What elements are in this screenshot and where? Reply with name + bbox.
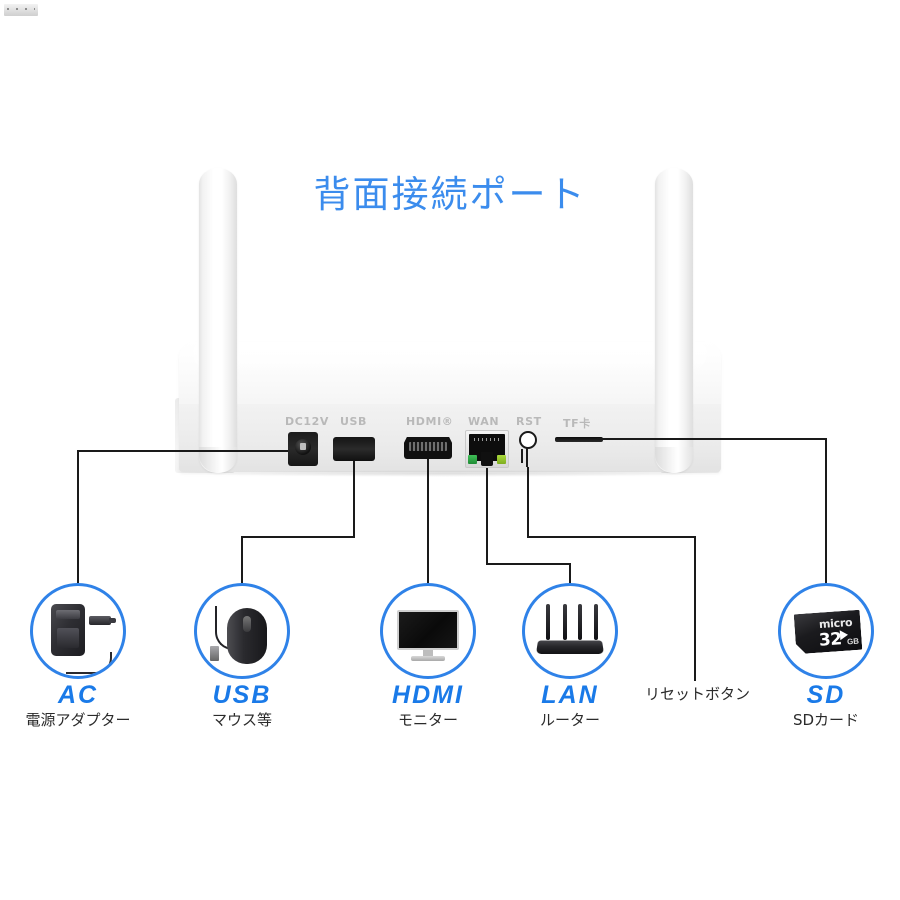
callout-ac-title: AC xyxy=(57,681,99,709)
router-icon-antenna-1 xyxy=(546,604,550,640)
rj45-latch xyxy=(481,452,493,466)
hdmi-port-pins xyxy=(409,442,447,451)
microsd-capacity-unit: GB xyxy=(846,636,860,647)
microsd-capacity: 32 xyxy=(818,629,843,651)
callout-usb-subtitle: マウス等 xyxy=(211,711,272,729)
callout-line-sd xyxy=(597,438,827,583)
mouse-icon xyxy=(194,583,290,679)
port-label-wan: WAN xyxy=(468,415,500,428)
router-icon-antenna-3 xyxy=(578,604,582,640)
callout-line-lan xyxy=(486,468,571,583)
usb-plug xyxy=(210,646,219,661)
port-label-hdmi: HDMI® xyxy=(406,415,454,428)
router-top-sheen xyxy=(193,344,707,374)
antenna-right xyxy=(655,168,693,473)
microsd-card-icon: micro 32 GB xyxy=(778,583,874,679)
ac-adapter-body xyxy=(51,604,85,656)
callout-line-ac xyxy=(77,450,288,583)
callout-usb-title: USB xyxy=(212,681,272,709)
callout-reset-label: リセットボタン xyxy=(645,685,751,703)
usb-port-inner xyxy=(4,4,38,16)
tf-card-slot xyxy=(555,437,603,442)
ac-adapter-plug-tip xyxy=(89,616,116,625)
monitor-icon xyxy=(380,583,476,679)
antenna-left xyxy=(199,168,237,473)
reset-stem-secondary xyxy=(521,449,523,463)
ac-adapter-cord xyxy=(66,652,112,674)
callout-sd-subtitle: SDカード xyxy=(792,711,860,729)
ac-adapter-icon xyxy=(30,583,126,679)
monitor-neck xyxy=(423,650,433,657)
callout-hdmi-title: HDMI xyxy=(392,681,464,709)
callout-ac-subtitle: 電源アダプター xyxy=(25,711,131,729)
callout-line-usb xyxy=(241,461,355,583)
wifi-router-icon xyxy=(522,583,618,679)
monitor-screen xyxy=(397,610,459,650)
callout-sd-title: SD xyxy=(806,681,846,709)
port-label-tf: TF卡 xyxy=(563,417,591,430)
mouse-scroll-wheel xyxy=(243,616,251,632)
callout-lan-title: LAN xyxy=(541,681,599,709)
router-icon-body xyxy=(535,640,605,654)
callout-line-reset xyxy=(527,467,696,681)
callout-hdmi-subtitle: モニター xyxy=(397,711,458,729)
page-title: 背面接続ポート xyxy=(313,173,587,216)
port-label-rst: RST xyxy=(516,415,542,428)
port-label-dc12v: DC12V xyxy=(285,415,330,428)
router-shadow xyxy=(186,470,714,477)
monitor-base xyxy=(411,656,445,661)
router-icon-antenna-2 xyxy=(563,604,567,640)
port-label-usb: USB xyxy=(340,415,368,428)
rj45-led-yellow xyxy=(497,455,506,464)
reset-pinhole xyxy=(519,431,537,449)
reset-stem xyxy=(526,447,528,467)
callout-lan-subtitle: ルーター xyxy=(539,711,600,729)
rj45-led-green xyxy=(468,455,477,464)
dc-power-jack xyxy=(288,432,318,466)
router-icon-antenna-4 xyxy=(594,604,598,640)
usb-port xyxy=(333,437,375,461)
